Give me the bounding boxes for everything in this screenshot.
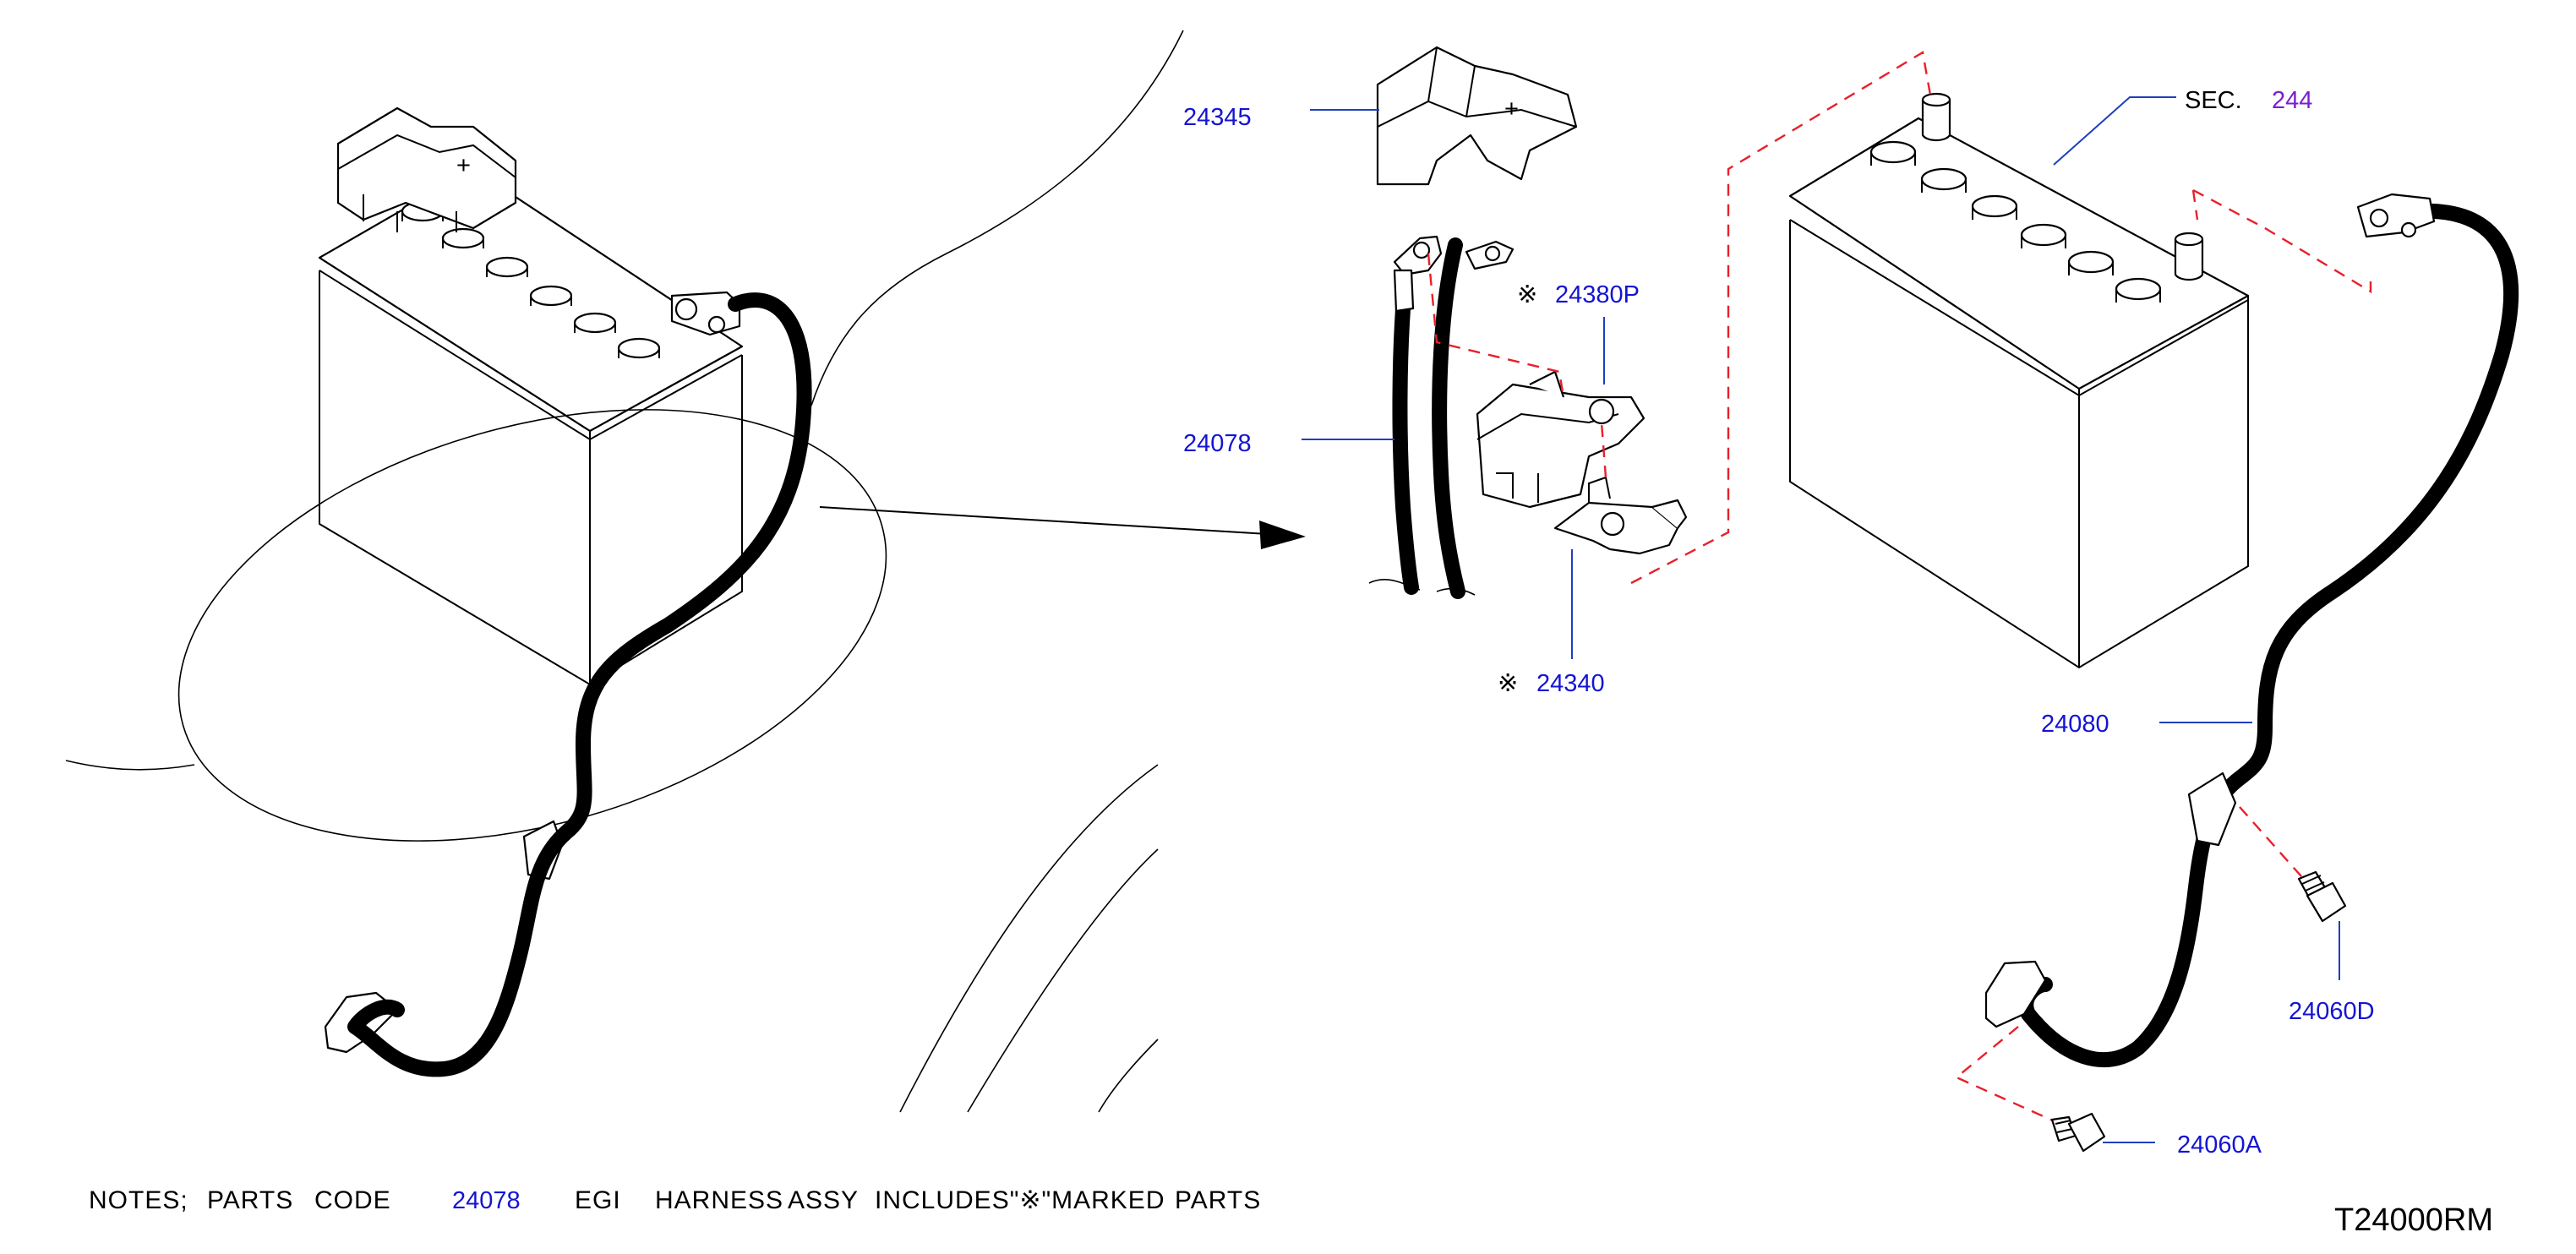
overview-cable bbox=[347, 292, 812, 1077]
overview-battery bbox=[318, 167, 744, 686]
notes-prefix: NOTES; bbox=[89, 1186, 188, 1214]
left-overview: + bbox=[65, 30, 1306, 1113]
terminal-clamp-24340 bbox=[1553, 476, 1688, 555]
notes-word-parts-end: PARTS bbox=[1175, 1186, 1261, 1214]
notes-word-includes: INCLUDES"※"MARKED bbox=[875, 1186, 1165, 1214]
label-24078: 24078 bbox=[1183, 430, 1252, 457]
bolt-24060A bbox=[2050, 1112, 2106, 1153]
label-24080: 24080 bbox=[2041, 711, 2109, 738]
zoom-arrow bbox=[819, 506, 1269, 535]
cover-plus-symbol: + bbox=[1504, 95, 1519, 123]
zoom-circle bbox=[177, 409, 887, 842]
label-24060D: 24060D bbox=[2289, 998, 2375, 1025]
marker-24380P: ※ bbox=[1517, 281, 1537, 308]
notes-line: NOTES; PARTS CODE 24078 EGI HARNESS ASSY… bbox=[89, 1186, 1261, 1214]
label-24345: 24345 bbox=[1183, 104, 1252, 131]
marker-24340: ※ bbox=[1498, 670, 1518, 697]
diagram-code: T24000RM bbox=[2334, 1202, 2493, 1238]
notes-word-egi: EGI bbox=[575, 1186, 621, 1214]
notes-part-code: 24078 bbox=[452, 1187, 521, 1214]
section-number: 244 bbox=[2272, 87, 2312, 114]
bolt-24060D bbox=[2297, 870, 2347, 923]
right-detail bbox=[1630, 51, 2519, 1153]
overview-negative-terminal bbox=[670, 291, 741, 336]
harness-24078 bbox=[1368, 235, 1514, 599]
middle-detail: + bbox=[1302, 46, 1688, 659]
notes-word-parts: PARTS bbox=[207, 1186, 293, 1214]
notes-word-code: CODE bbox=[314, 1186, 391, 1214]
label-24380P: 24380P bbox=[1555, 281, 1640, 308]
zoom-arrowhead bbox=[1259, 521, 1306, 549]
notes-word-assy: ASSY bbox=[788, 1186, 859, 1214]
battery-right bbox=[1788, 92, 2250, 669]
fuse-block-24380P bbox=[1476, 370, 1645, 509]
label-24340: 24340 bbox=[1536, 670, 1605, 697]
label-24060A: 24060A bbox=[2177, 1131, 2262, 1159]
section-label: SEC. bbox=[2185, 87, 2242, 114]
terminal-cover-24345: + bbox=[1376, 46, 1578, 186]
overview-plus-symbol: + bbox=[456, 152, 471, 179]
notes-word-harness: HARNESS bbox=[655, 1186, 783, 1214]
cable-24080 bbox=[1984, 193, 2519, 1068]
overview-terminal-cover: + bbox=[336, 106, 517, 232]
